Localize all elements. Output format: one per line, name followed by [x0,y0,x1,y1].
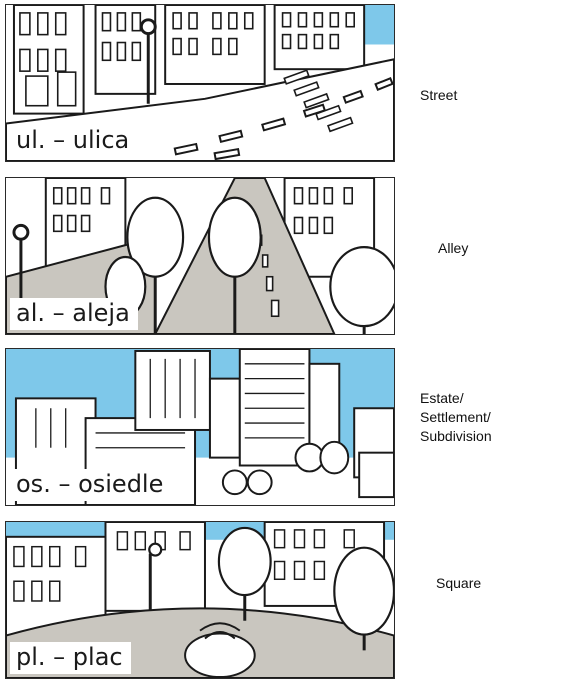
translation-square: Square [436,574,571,593]
translation-alley: Alley [438,239,571,258]
alley-scene [6,178,394,334]
translation-street: Street [420,86,560,105]
estate-illustration: os. – osiedle [5,348,395,506]
abbreviation-label-square: pl. – plac [10,642,131,674]
translation-estate: Estate/ Settlement/ Subdivision [420,389,560,446]
translation-line: Alley [438,240,469,256]
alley-illustration: al. – aleja [5,177,395,335]
translation-line: Settlement/ [420,408,491,425]
abbreviation-label-estate: os. – osiedle [10,469,172,501]
translation-line: Estate/ [420,390,464,406]
translation-line: Subdivision [420,427,492,444]
street-illustration: ul. – ulica [5,4,395,162]
translation-line: Street [420,87,458,103]
abbreviation-label-alley: al. – aleja [10,298,138,330]
translation-line: Square [436,575,482,591]
square-illustration: pl. – plac [5,521,395,679]
abbreviation-label-street: ul. – ulica [10,125,138,157]
